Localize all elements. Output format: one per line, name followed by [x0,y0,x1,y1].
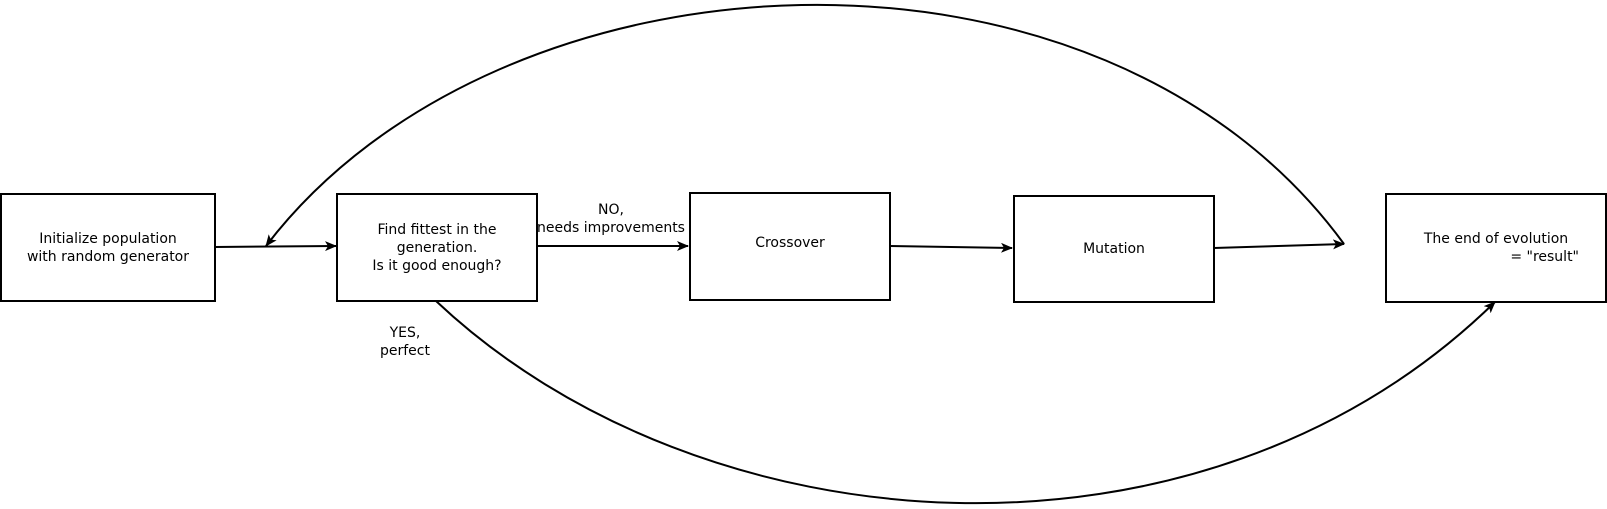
arrow-crossover-to-mutation [889,242,1013,253]
edge-label-yes: YES, perfect [362,324,448,360]
end-line-2: = "result" [1510,249,1579,265]
crossover-label: Crossover [755,235,825,251]
node-crossover: Crossover [689,192,891,301]
arrow-yes-to-end [435,300,1496,505]
node-mutation: Mutation [1013,195,1215,303]
yes-line-2: perfect [380,343,430,359]
end-line-1: The end of evolution [1423,231,1569,247]
node-find-fittest: Find fittest in the generation. Is it go… [336,193,538,302]
arrow-mutation-to-loop [1213,239,1345,250]
init-line-1: Initialize population [39,230,177,247]
edge-label-no: NO, needs improvements [536,201,686,237]
fittest-line-1: Find fittest in the [377,221,497,238]
no-line-2: needs improvements [537,220,685,236]
mutation-label: Mutation [1083,241,1145,257]
fittest-line-2: generation. [396,239,478,256]
no-line-1: NO, [598,202,624,218]
yes-line-1: YES, [389,325,421,341]
arrow-loop-back [265,4,1345,247]
arrow-init-to-fittest [214,241,337,252]
node-end-of-evolution: The end of evolution = "result" [1385,193,1607,303]
fittest-line-3: Is it good enough? [372,257,502,274]
init-line-2: with random generator [26,248,190,265]
node-initialize-population: Initialize population with random genera… [0,193,216,302]
